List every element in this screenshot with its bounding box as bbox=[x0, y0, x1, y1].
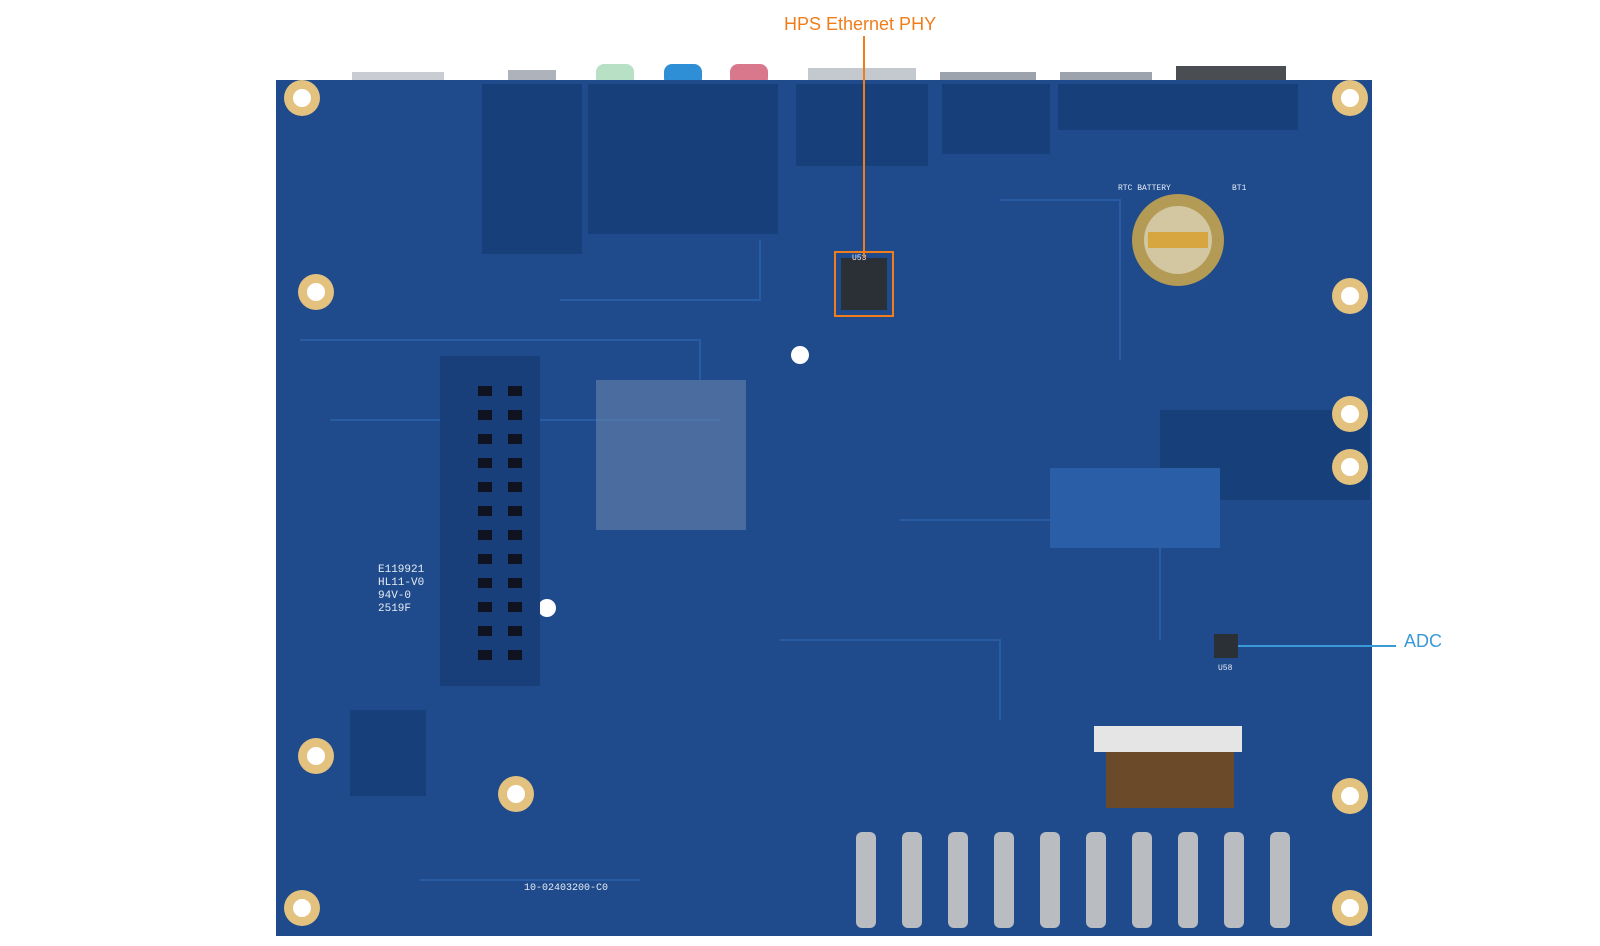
ul-id-text: E119921 bbox=[378, 564, 425, 576]
battery-ref-text: BT1 bbox=[1232, 184, 1247, 193]
bga-area bbox=[596, 380, 746, 530]
adc-chip bbox=[1214, 634, 1238, 658]
adc-ref-text: U58 bbox=[1218, 664, 1233, 673]
phy-ref-text: U53 bbox=[852, 254, 867, 263]
part-number-text: 10-02403200-C0 bbox=[524, 883, 608, 894]
gpio-pads bbox=[856, 832, 1290, 928]
hps-callout-box bbox=[834, 251, 894, 317]
adc-label: ADC bbox=[1404, 631, 1443, 651]
hps-ethernet-phy-chip bbox=[841, 258, 887, 310]
board-regions bbox=[350, 84, 1370, 796]
led-array bbox=[440, 356, 540, 686]
date-code-text: 2519F bbox=[378, 603, 411, 615]
battery-label-text: RTC BATTERY bbox=[1118, 184, 1171, 193]
flammability-text: 94V-0 bbox=[378, 590, 411, 602]
rtc-battery bbox=[1132, 194, 1224, 286]
traces bbox=[300, 199, 1161, 881]
hps-ethernet-phy-label: HPS Ethernet PHY bbox=[784, 14, 937, 34]
mounting-holes bbox=[284, 80, 1368, 926]
ul-rating-text: HL11-V0 bbox=[378, 577, 424, 589]
lcd-ribbon bbox=[1094, 726, 1242, 808]
